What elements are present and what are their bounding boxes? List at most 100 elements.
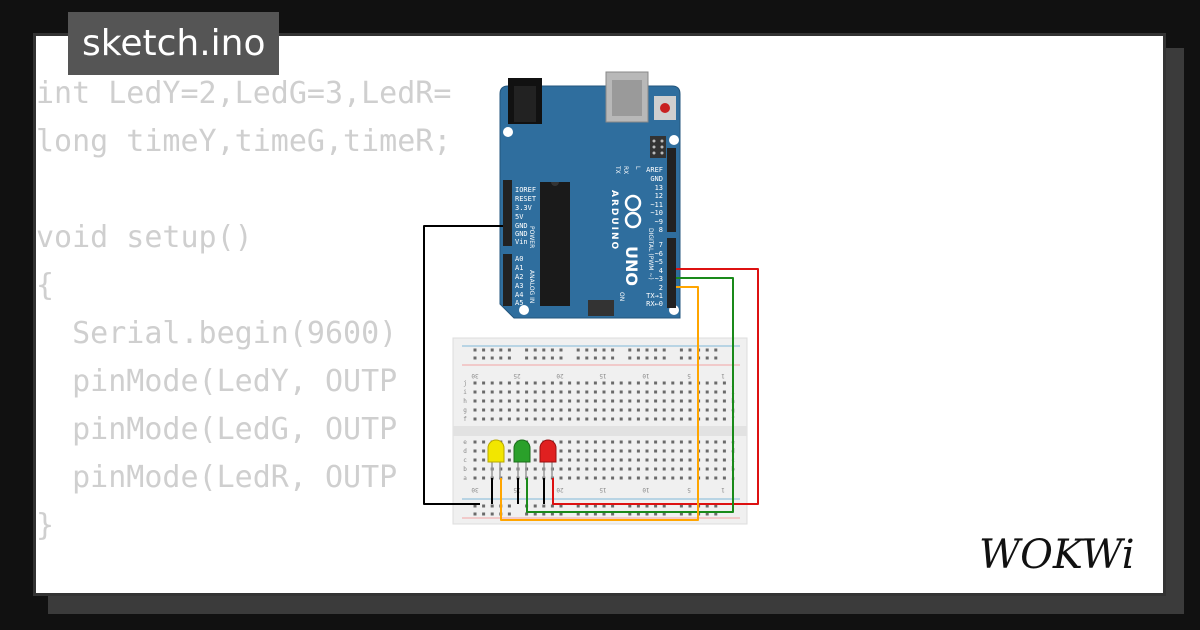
analog-pin-label: A4 xyxy=(515,291,523,299)
breadboard-hole xyxy=(611,348,615,352)
green-led-wire[interactable] xyxy=(526,277,734,513)
breadboard-hole xyxy=(679,348,683,352)
breadboard-hole xyxy=(568,449,572,453)
breadboard-hole xyxy=(568,381,572,385)
digital-pin-label: 12 xyxy=(655,192,663,200)
breadboard-hole xyxy=(714,390,718,394)
breadboard-hole xyxy=(542,381,546,385)
rx-led-label: RX xyxy=(622,166,629,174)
breadboard-hole xyxy=(654,440,658,444)
breadboard-hole xyxy=(679,440,683,444)
breadboard-hole xyxy=(602,440,606,444)
breadboard-hole xyxy=(516,399,520,403)
breadboard-hole xyxy=(679,356,683,360)
breadboard-hole xyxy=(705,458,709,462)
breadboard-hole xyxy=(473,381,477,385)
gnd-wire[interactable] xyxy=(423,225,503,505)
breadboard-hole xyxy=(722,399,726,403)
breadboard-hole xyxy=(542,417,546,421)
breadboard-hole xyxy=(585,512,589,516)
arduino-uno-board[interactable]: IOREF RESET 3.3V 5V GND GND Vin A0 A1 A2… xyxy=(499,71,681,319)
breadboard-hole xyxy=(645,408,649,412)
breadboard-hole xyxy=(722,381,726,385)
breadboard-hole xyxy=(542,356,546,360)
breadboard-hole xyxy=(576,458,580,462)
breadboard-hole xyxy=(636,467,640,471)
red-led[interactable] xyxy=(539,439,557,478)
code-line: } xyxy=(36,508,55,543)
breadboard-hole xyxy=(568,408,572,412)
breadboard-hole xyxy=(490,512,494,516)
icsp-header-bottom xyxy=(588,300,614,316)
breadboard-hole xyxy=(499,390,503,394)
breadboard-hole xyxy=(636,356,640,360)
yellow-led[interactable] xyxy=(487,439,505,478)
breadboard-hole xyxy=(516,417,520,421)
breadboard-hole xyxy=(533,440,537,444)
breadboard-hole xyxy=(499,467,503,471)
column-number: 15 xyxy=(599,372,607,379)
power-pin-label: 5V xyxy=(515,213,524,221)
breadboard-hole xyxy=(576,356,580,360)
mounting-hole xyxy=(519,305,529,315)
breadboard-hole xyxy=(611,408,615,412)
green-led[interactable] xyxy=(513,439,531,478)
breadboard-hole xyxy=(705,348,709,352)
breadboard-hole xyxy=(654,399,658,403)
analog-pin-label: A2 xyxy=(515,273,523,281)
breadboard-hole xyxy=(593,381,597,385)
breadboard-hole xyxy=(593,390,597,394)
breadboard-hole xyxy=(619,417,623,421)
column-number: 20 xyxy=(556,372,564,379)
breadboard-hole xyxy=(679,458,683,462)
wokwi-logo[interactable]: WOKWi xyxy=(975,528,1155,578)
breadboard-hole xyxy=(585,458,589,462)
breadboard-hole xyxy=(550,348,554,352)
mounting-hole xyxy=(503,127,513,137)
file-tab[interactable]: sketch.ino xyxy=(68,12,280,75)
breadboard-hole xyxy=(714,467,718,471)
digital-pin-label: ~11 xyxy=(650,201,663,209)
logo-text: WOKWi xyxy=(979,532,1135,578)
breadboard-hole xyxy=(602,408,606,412)
yellow-led-wire[interactable] xyxy=(500,286,699,521)
breadboard-hole xyxy=(611,399,615,403)
breadboard-hole xyxy=(645,356,649,360)
code-editor[interactable]: int LedY=2,LedG=3,LedR=long timeY,timeG,… xyxy=(36,70,451,550)
breadboard-hole xyxy=(525,348,529,352)
breadboard-hole xyxy=(507,458,511,462)
breadboard-hole xyxy=(542,399,546,403)
breadboard-hole xyxy=(671,417,675,421)
breadboard-hole xyxy=(533,399,537,403)
breadboard-hole xyxy=(507,408,511,412)
breadboard-hole xyxy=(645,476,649,480)
breadboard-hole xyxy=(714,476,718,480)
breadboard-hole xyxy=(507,399,511,403)
breadboard-hole xyxy=(482,449,486,453)
breadboard-hole xyxy=(662,476,666,480)
breadboard-hole xyxy=(585,467,589,471)
breadboard-hole xyxy=(636,408,640,412)
breadboard-hole xyxy=(662,356,666,360)
breadboard-hole xyxy=(490,390,494,394)
breadboard-hole xyxy=(533,476,537,480)
breadboard[interactable]: 30 25 20 15 10 5 1 30 25 20 15 10 5 1 j … xyxy=(452,337,748,525)
breadboard-hole xyxy=(611,390,615,394)
breadboard-hole xyxy=(654,467,658,471)
red-led-wire[interactable] xyxy=(552,268,759,505)
breadboard-hole xyxy=(714,399,718,403)
breadboard-hole xyxy=(576,440,580,444)
breadboard-hole xyxy=(628,467,632,471)
breadboard-hole xyxy=(602,504,606,508)
breadboard-hole xyxy=(482,512,486,516)
breadboard-hole xyxy=(628,458,632,462)
power-pin-label: GND xyxy=(515,230,528,238)
column-number: 15 xyxy=(599,486,607,493)
breadboard-hole xyxy=(473,356,477,360)
breadboard-hole xyxy=(705,390,709,394)
breadboard-hole xyxy=(662,348,666,352)
breadboard-hole xyxy=(679,381,683,385)
breadboard-hole xyxy=(628,417,632,421)
breadboard-hole xyxy=(602,449,606,453)
breadboard-hole xyxy=(559,390,563,394)
